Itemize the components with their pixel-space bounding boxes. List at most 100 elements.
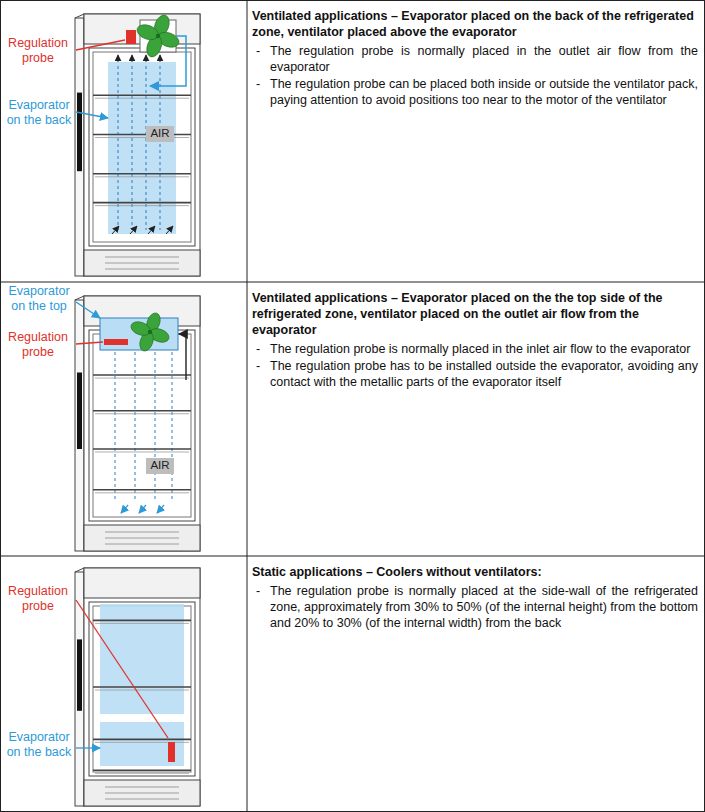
evaporator: [108, 62, 176, 234]
evaporator-label: Evaporator on the top: [4, 284, 74, 314]
description-cell: Ventilated applications – Evaporator pla…: [252, 290, 698, 391]
air-label: AIR: [150, 459, 169, 471]
shelf: [93, 489, 191, 491]
cabinet-edge: [75, 568, 84, 572]
air-arrow: [130, 226, 137, 234]
regulation-probe: [104, 339, 128, 345]
cabinet-edge: [75, 296, 84, 300]
grille: [105, 263, 179, 264]
shelf: [93, 173, 191, 175]
evaporator-label: Evaporator on the back: [4, 98, 74, 128]
fan: [129, 311, 171, 353]
shelf: [95, 205, 189, 206]
bullet-row: -The regulation probe has to be installe…: [252, 358, 698, 390]
door-frame: [89, 602, 195, 776]
grille: [105, 799, 179, 800]
bullet-row: -The regulation probe is normally placed…: [252, 43, 698, 75]
cabinet-side: [75, 300, 84, 551]
bullet-row: -The regulation probe can be placed both…: [252, 76, 698, 108]
air-arrow: [157, 505, 164, 513]
cabinet-side: [75, 18, 84, 276]
shelf: [95, 98, 189, 99]
grille: [105, 544, 179, 545]
shelf: [93, 94, 191, 96]
bullet-dash: -: [252, 43, 270, 75]
bullet-dash: -: [252, 583, 270, 631]
cell-heading: Ventilated applications – Evaporator pla…: [252, 290, 698, 338]
air-flow-line: [135, 352, 136, 500]
evaporator-label: Evaporator on the back: [4, 730, 74, 760]
fan-hub: [148, 330, 152, 334]
probe-label: Regulation probe: [4, 330, 72, 360]
leader-arrow: [76, 302, 100, 318]
table-rule: [0, 556, 705, 557]
bullet-dash: -: [252, 76, 270, 108]
probe-label: Regulation probe: [4, 36, 72, 66]
shelf: [93, 769, 191, 771]
bullet-text: The regulation probe has to be installed…: [270, 358, 698, 390]
fan-hub: [156, 34, 160, 38]
door-frame: [89, 48, 195, 246]
air-arrow: [121, 505, 128, 513]
air-arrow: [112, 226, 119, 234]
air-box: AIR: [146, 126, 173, 142]
bullet-text: The regulation probe is normally placed …: [270, 341, 698, 357]
cabinet-front: [84, 568, 200, 806]
refrigerator: [75, 13, 200, 276]
shelf: [93, 448, 191, 450]
air-arrow: [132, 55, 133, 62]
shelf: [95, 492, 189, 493]
shelf: [95, 623, 189, 624]
shelf: [93, 739, 191, 741]
air-arrow: [146, 55, 147, 62]
shelf: [95, 452, 189, 453]
bullet-row: -The regulation probe is normally placed…: [252, 341, 698, 357]
glass: [93, 52, 191, 242]
leader-line: [76, 600, 168, 738]
grille: [105, 269, 179, 270]
fan: [135, 13, 181, 59]
regulation-probe: [126, 30, 136, 44]
canopy: [84, 568, 200, 598]
air-arrow: [118, 55, 119, 62]
bullet-row: -The regulation probe is normally placed…: [252, 583, 698, 631]
shelf: [93, 374, 191, 376]
air-flow-line: [155, 352, 156, 500]
cabinet-front: [84, 296, 200, 551]
grille: [105, 532, 179, 533]
table-rule: [247, 0, 248, 812]
shelf: [93, 410, 191, 412]
door-handle: [77, 639, 82, 710]
shelf: [95, 378, 189, 379]
base: [84, 250, 200, 276]
air-box: AIR: [146, 458, 173, 474]
grille: [105, 538, 179, 539]
grille: [105, 257, 179, 258]
air-flow-arrow: [179, 334, 186, 380]
shelf: [93, 202, 191, 204]
shelf: [95, 690, 189, 691]
bullet-text: The regulation probe is normally placed …: [270, 583, 698, 631]
description-cell: Ventilated applications – Evaporator pla…: [252, 8, 698, 109]
air-arrow: [160, 55, 161, 62]
shelf: [93, 134, 191, 136]
bullet-text: The regulation probe is normally placed …: [270, 43, 698, 75]
fan-blade: [135, 22, 160, 42]
leader-line: [76, 342, 103, 344]
door-handle: [77, 373, 82, 450]
shelf: [93, 686, 191, 688]
shelf: [95, 137, 189, 138]
leader-arrow: [76, 112, 108, 118]
grille: [105, 793, 179, 794]
glass: [93, 334, 191, 517]
shelf: [95, 773, 189, 774]
cabinet-front: [84, 14, 200, 276]
table-rule: [0, 282, 705, 283]
base: [84, 780, 200, 806]
cabinet-side: [75, 572, 84, 806]
door-frame: [89, 330, 195, 521]
leader-line: [76, 40, 125, 50]
air-arrow: [139, 505, 146, 513]
